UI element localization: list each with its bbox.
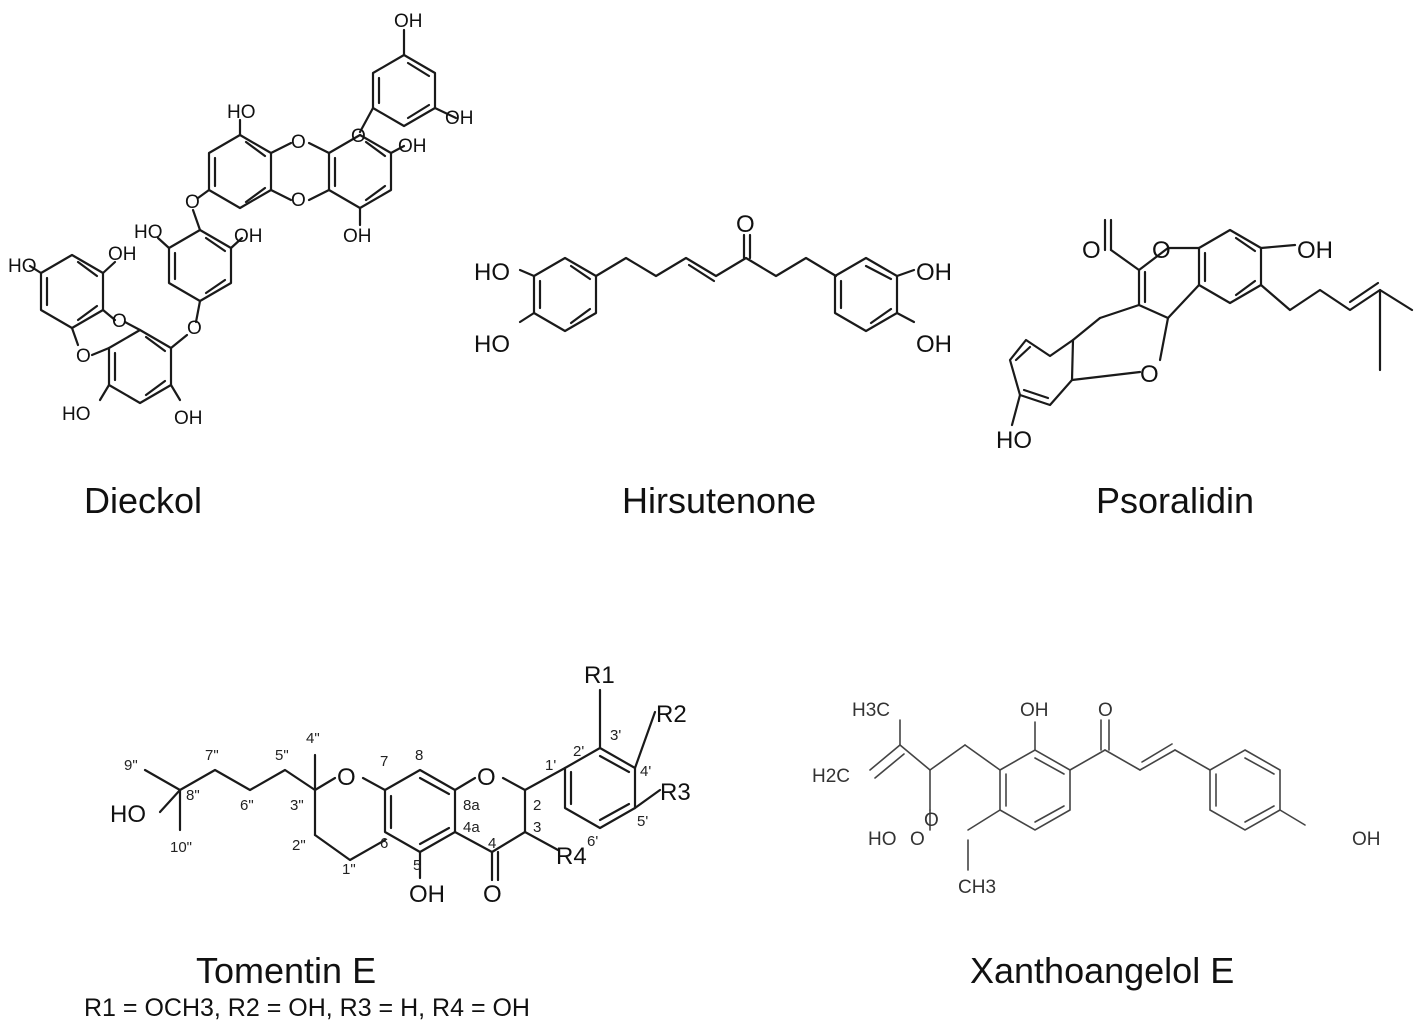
svg-text:R2: R2	[656, 701, 687, 728]
compound-name-tomentin-e: Tomentin E	[196, 950, 377, 991]
svg-text:O: O	[291, 132, 306, 153]
svg-text:8a: 8a	[463, 797, 480, 814]
svg-text:1": 1"	[342, 861, 356, 878]
hirsutenone-structure: O HO HO OH OH	[474, 211, 952, 358]
svg-text:HO: HO	[868, 829, 897, 850]
svg-text:7: 7	[380, 753, 388, 770]
svg-text:5: 5	[413, 857, 421, 874]
svg-text:O: O	[112, 311, 127, 332]
svg-text:O: O	[1098, 700, 1113, 721]
svg-text:O: O	[477, 764, 496, 791]
svg-text:9": 9"	[124, 757, 138, 774]
svg-text:2: 2	[533, 797, 541, 814]
svg-text:3": 3"	[290, 797, 304, 814]
svg-text:HO: HO	[110, 801, 146, 828]
svg-text:7": 7"	[205, 747, 219, 764]
compound-name-psoralidin: Psoralidin	[1096, 480, 1255, 521]
svg-text:2': 2'	[573, 743, 584, 760]
svg-text:R4: R4	[556, 843, 587, 870]
xanthoangelol-e-structure: H3C H2C OH O O HO O CH3 OH	[812, 700, 1381, 898]
svg-text:O: O	[185, 192, 200, 213]
svg-text:10": 10"	[170, 839, 192, 856]
svg-text:O: O	[76, 346, 91, 367]
svg-text:O: O	[910, 829, 925, 850]
dieckol-structure: OH OH O HO OH O O OH O HO OH OH HO O O O…	[8, 11, 474, 429]
svg-text:6': 6'	[587, 833, 598, 850]
svg-text:5": 5"	[275, 747, 289, 764]
svg-text:HO: HO	[134, 222, 163, 243]
svg-text:4a: 4a	[463, 819, 480, 836]
tomentin-e-substituents: R1 = OCH3, R2 = OH, R3 = H, R4 = OH	[84, 994, 530, 1022]
svg-text:HO: HO	[996, 427, 1032, 454]
svg-text:O: O	[1140, 361, 1159, 388]
svg-text:OH: OH	[174, 408, 203, 429]
svg-text:H3C: H3C	[852, 700, 890, 721]
svg-text:HO: HO	[474, 331, 510, 358]
svg-text:O: O	[187, 318, 202, 339]
svg-text:O: O	[351, 126, 366, 147]
svg-text:OH: OH	[1020, 700, 1049, 721]
svg-text:CH3: CH3	[958, 877, 996, 898]
svg-text:4': 4'	[640, 763, 651, 780]
svg-text:HO: HO	[227, 102, 256, 123]
svg-text:O: O	[483, 881, 502, 908]
svg-text:R1: R1	[584, 662, 615, 689]
svg-text:OH: OH	[108, 244, 137, 265]
svg-text:1': 1'	[545, 757, 556, 774]
compound-name-dieckol: Dieckol	[84, 480, 203, 521]
svg-text:2": 2"	[292, 837, 306, 854]
svg-text:O: O	[1082, 237, 1101, 264]
svg-text:5': 5'	[637, 813, 648, 830]
tomentin-e-structure: HO O O OH O R4 R1 R2 R3 9" 8" 10" 7" 6" …	[110, 662, 691, 908]
svg-text:O: O	[337, 764, 356, 791]
svg-text:OH: OH	[398, 136, 427, 157]
svg-text:OH: OH	[394, 11, 423, 32]
svg-text:HO: HO	[8, 256, 37, 277]
svg-text:OH: OH	[234, 226, 263, 247]
svg-text:OH: OH	[409, 881, 445, 908]
svg-text:6: 6	[380, 835, 388, 852]
svg-text:OH: OH	[916, 331, 952, 358]
svg-text:OH: OH	[1352, 829, 1381, 850]
svg-text:OH: OH	[445, 108, 474, 129]
compound-name-hirsutenone: Hirsutenone	[622, 480, 817, 521]
svg-text:4: 4	[488, 835, 496, 852]
svg-text:OH: OH	[916, 259, 952, 286]
svg-text:HO: HO	[62, 404, 91, 425]
svg-text:O: O	[924, 810, 939, 831]
svg-text:3': 3'	[610, 727, 621, 744]
svg-text:HO: HO	[474, 259, 510, 286]
svg-text:H2C: H2C	[812, 766, 850, 787]
compound-name-xanthoangelol-e: Xanthoangelol E	[970, 950, 1235, 991]
svg-text:6": 6"	[240, 797, 254, 814]
svg-text:3: 3	[533, 819, 541, 836]
svg-text:OH: OH	[1297, 237, 1333, 264]
psoralidin-structure: O O OH O HO	[996, 218, 1414, 454]
svg-text:R3: R3	[660, 779, 691, 806]
svg-text:OH: OH	[343, 226, 372, 247]
svg-text:O: O	[291, 190, 306, 211]
svg-text:8": 8"	[186, 787, 200, 804]
svg-text:4": 4"	[306, 730, 320, 747]
svg-text:O: O	[1152, 237, 1171, 264]
svg-text:8: 8	[415, 747, 423, 764]
svg-text:O: O	[736, 211, 755, 238]
